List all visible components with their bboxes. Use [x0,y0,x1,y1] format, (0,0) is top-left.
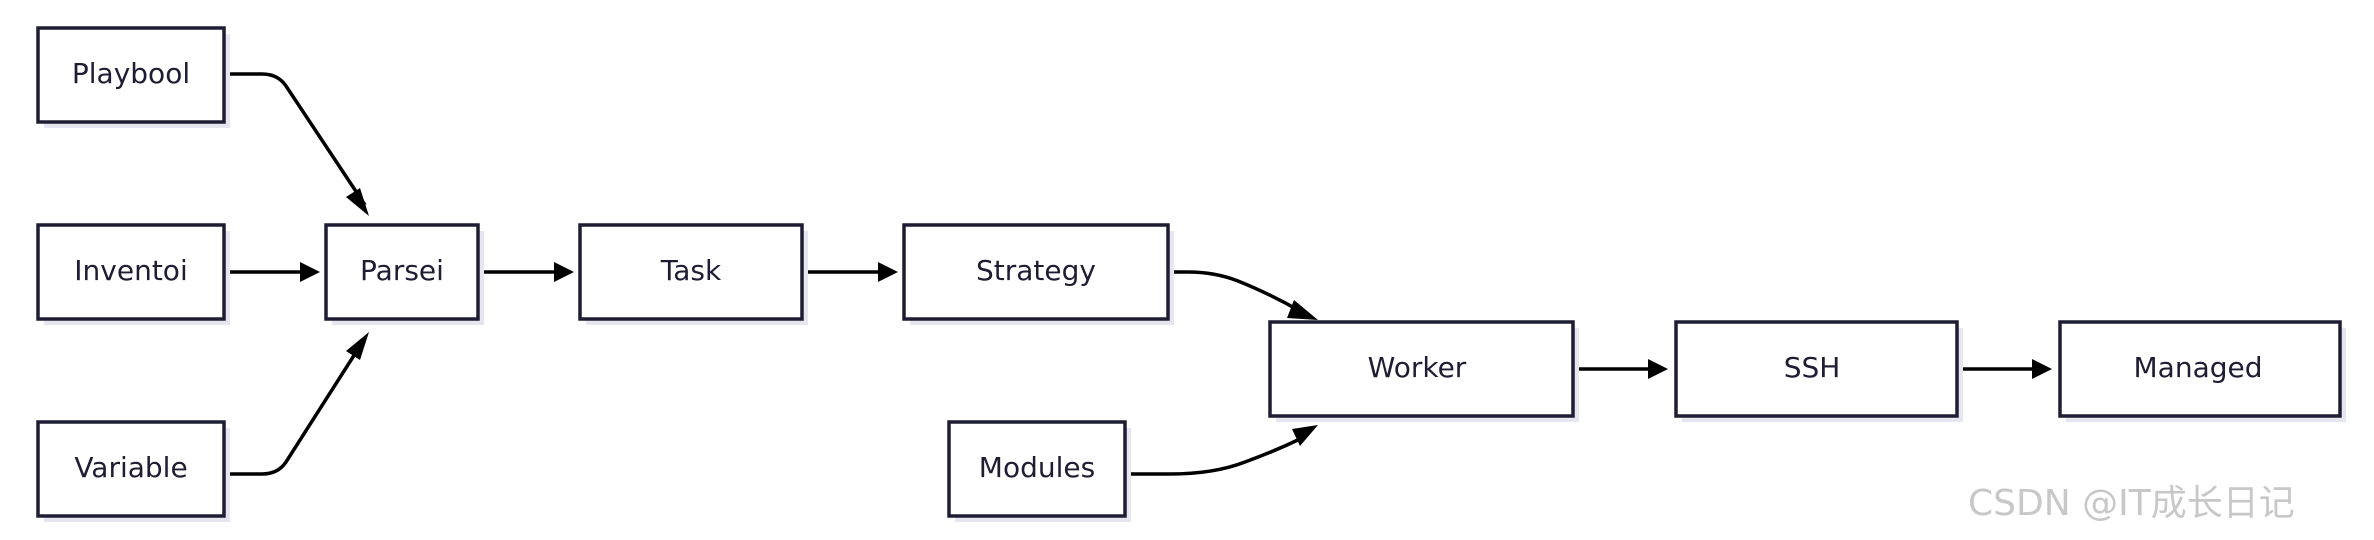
edges [224,72,2052,476]
node-modules-label: Modules [979,451,1095,484]
node-playbook-label: Playbool [72,57,190,90]
node-ssh-label: SSH [1784,351,1841,384]
node-parser: Parsei [324,223,484,325]
arrow-modules-worker [1292,425,1318,446]
node-managed-label: Managed [2134,351,2263,384]
arrow-inventory-parser [300,262,320,282]
edge-variable-parser [224,345,362,476]
arrow-ssh-managed [2032,359,2052,379]
node-variable: Variable [36,420,230,522]
node-strategy-label: Strategy [976,254,1096,287]
node-variable-label: Variable [74,451,187,484]
edge-modules-worker [1125,437,1301,476]
node-modules: Modules [947,420,1131,522]
arrow-worker-ssh [1648,359,1668,379]
node-ssh: SSH [1674,320,1963,422]
node-managed: Managed [2058,320,2346,422]
edge-playbook-parser [224,72,367,206]
node-task-label: Task [660,254,722,287]
arrow-strategy-worker [1287,300,1318,320]
node-worker-label: Worker [1368,351,1467,384]
arrow-variable-parser [346,332,369,360]
arrow-task-strategy [878,262,898,282]
watermark: CSDN @IT成长日记 [1968,483,2295,524]
edge-strategy-worker [1168,270,1301,313]
node-strategy: Strategy [902,223,1174,325]
arrow-parser-task [554,262,574,282]
node-inventory-label: Inventoi [74,254,187,287]
node-task: Task [578,223,808,325]
arrow-playbook-parser [346,188,369,216]
node-inventory: Inventoi [36,223,230,325]
node-parser-label: Parsei [360,254,444,287]
node-playbook: Playbool [36,26,230,128]
node-worker: Worker [1268,320,1579,422]
